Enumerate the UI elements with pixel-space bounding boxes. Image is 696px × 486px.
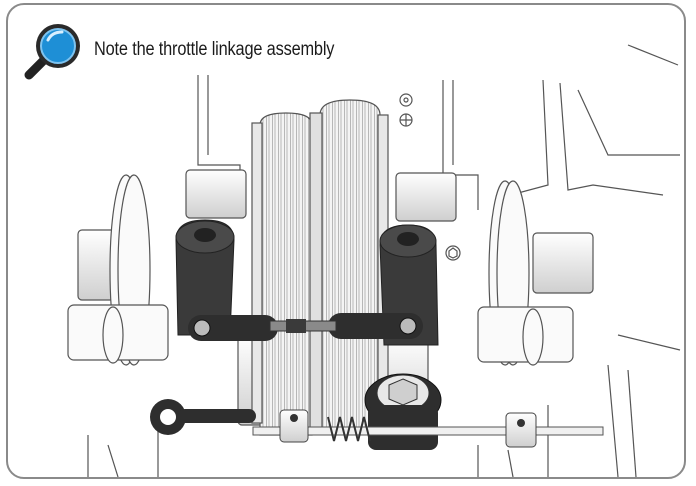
servo-saver	[364, 373, 442, 450]
linkage-rod	[188, 313, 423, 341]
side-pulleys	[67, 174, 574, 366]
magnifier-icon	[22, 20, 84, 82]
note-text: Note the throttle linkage assembly	[94, 39, 335, 60]
chassis-outline	[87, 44, 681, 477]
throttle-linkage-illustration	[67, 44, 681, 477]
note-card: Note the throttle linkage assembly	[6, 3, 686, 479]
spur-gears	[251, 99, 389, 436]
note-callout: Note the throttle linkage assembly	[22, 19, 373, 83]
lower-rod	[150, 399, 604, 448]
